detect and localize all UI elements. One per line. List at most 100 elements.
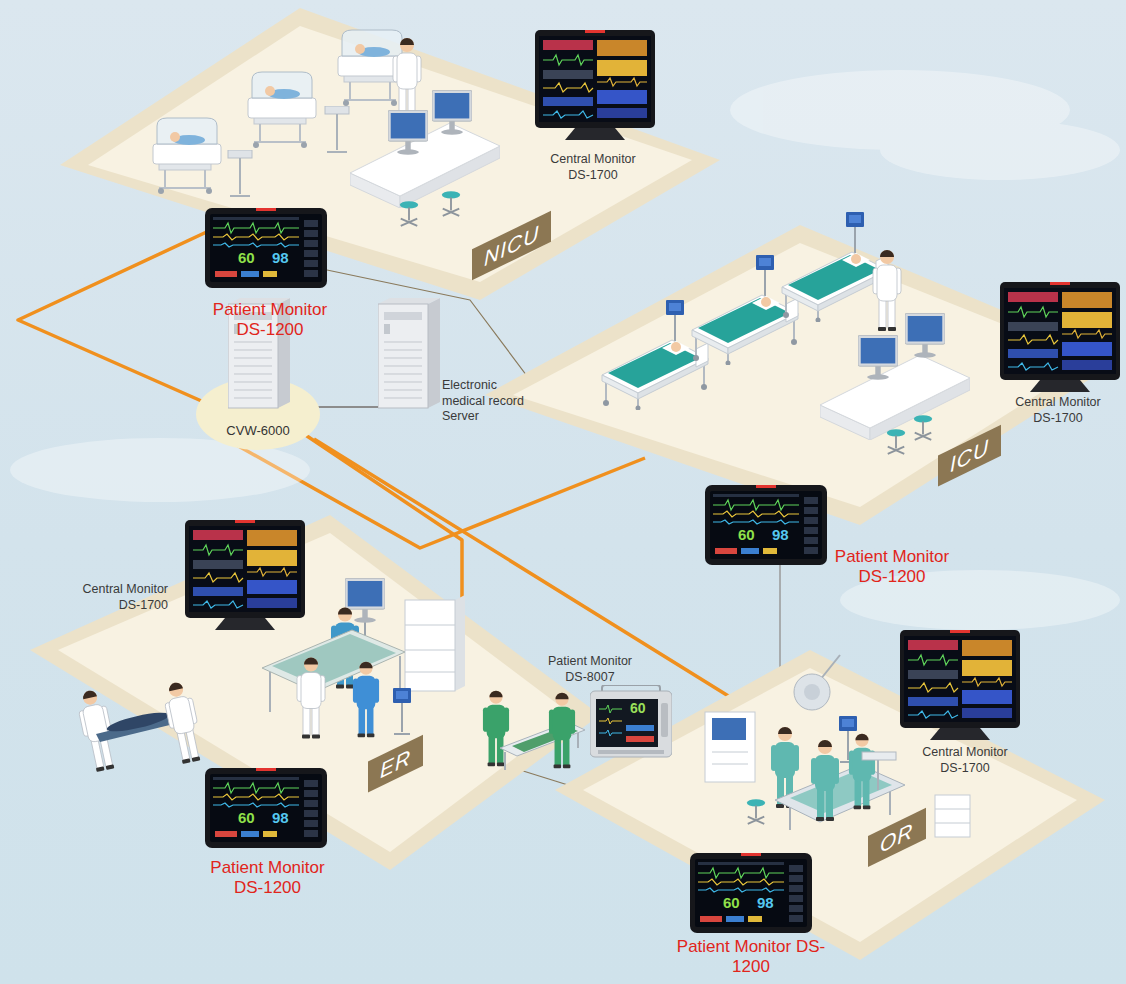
er-furniture-part bbox=[405, 672, 455, 673]
icu-furniture-part bbox=[820, 355, 970, 440]
floor-platform-part bbox=[485, 225, 1120, 525]
nicu-furniture-part bbox=[248, 72, 316, 148]
screen-reading: 60 bbox=[238, 250, 255, 265]
node-caption: Patient Monitor DS-1200 bbox=[195, 858, 340, 899]
or-furniture-part bbox=[900, 630, 1020, 740]
central-monitor: Central Monitor DS-1700 bbox=[995, 282, 1121, 430]
nicu-furniture-part bbox=[393, 38, 421, 119]
icu-furniture-part bbox=[782, 252, 888, 323]
nicu-furniture-part bbox=[442, 191, 460, 216]
nicu-furniture-part bbox=[432, 90, 472, 135]
nicu-furniture-part bbox=[325, 106, 349, 152]
floor-platform-part bbox=[555, 650, 1105, 960]
patient-monitor: Patient Monitor DS-1200 bbox=[672, 853, 832, 980]
or-furniture-part bbox=[712, 752, 748, 753]
floor-region: ER bbox=[30, 515, 600, 870]
floor-tag: OR bbox=[868, 808, 926, 867]
node-caption: CVW-6000 bbox=[196, 423, 320, 439]
node-caption: Central Monitor DS-1700 bbox=[538, 152, 648, 183]
or-furniture-part bbox=[849, 734, 875, 810]
transfer-stretcher-part bbox=[549, 693, 575, 769]
or-furniture-part bbox=[705, 712, 755, 782]
or-furniture-part bbox=[935, 795, 970, 837]
er-furniture-part bbox=[105, 709, 170, 735]
network-cable bbox=[18, 222, 228, 403]
screen-reading: 60 bbox=[723, 895, 740, 910]
icu-furniture-part bbox=[914, 415, 932, 440]
or-furniture-part bbox=[712, 764, 748, 765]
floor-tag: ICU bbox=[938, 425, 1001, 487]
central-monitor: Central Monitor DS-1700 bbox=[58, 520, 308, 632]
icu-furniture-part bbox=[846, 212, 864, 258]
icu-furniture-part bbox=[692, 295, 798, 366]
node-caption: Central Monitor DS-1700 bbox=[910, 745, 1020, 776]
er-furniture-part bbox=[353, 662, 379, 738]
node-caption: Central Monitor DS-1700 bbox=[1003, 395, 1113, 426]
er-furniture bbox=[75, 520, 465, 773]
patient-monitor: Patient Monitor DS-1200 bbox=[198, 208, 344, 348]
screen-reading: 98 bbox=[272, 250, 289, 265]
or-furniture-part bbox=[811, 740, 839, 821]
icu-furniture-part bbox=[666, 300, 684, 346]
icu-furniture-part bbox=[905, 313, 945, 358]
or-furniture-part bbox=[804, 684, 820, 700]
floor-tag: ER bbox=[368, 735, 423, 793]
nicu-furniture-part bbox=[388, 110, 428, 155]
or-furniture-part bbox=[862, 752, 896, 760]
or-furniture-part bbox=[747, 799, 765, 824]
server-hub: CVW-6000 bbox=[196, 378, 322, 450]
er-furniture-part bbox=[272, 634, 396, 686]
nicu-furniture bbox=[153, 30, 655, 226]
patient-monitor-ds1200-part bbox=[205, 768, 327, 848]
er-furniture-part bbox=[269, 672, 271, 712]
or-furniture-part bbox=[935, 809, 970, 810]
patient-monitor: Patient Monitor DS-8007 bbox=[540, 650, 675, 762]
or-furniture-part bbox=[790, 770, 892, 813]
patient-monitor-ds1200-part bbox=[205, 208, 327, 288]
screen-reading: 60 bbox=[630, 701, 646, 715]
er-furniture-part bbox=[405, 650, 455, 651]
node-caption: Patient Monitor DS-8007 bbox=[540, 654, 640, 685]
nicu-furniture-part bbox=[153, 118, 221, 194]
patient-monitor: Patient Monitor DS-1200 bbox=[195, 768, 342, 903]
icu-furniture-part bbox=[1000, 282, 1120, 392]
icu-furniture-part bbox=[756, 255, 774, 301]
sky-clouds-part bbox=[880, 120, 1120, 180]
patient-monitor-ds1200-part bbox=[690, 853, 812, 933]
screen-reading: 60 bbox=[238, 810, 255, 825]
sky-clouds bbox=[10, 70, 1120, 630]
screen-reading: 98 bbox=[757, 895, 774, 910]
central-monitor: Central Monitor DS-1700 bbox=[895, 630, 1035, 780]
node-caption: Electronic medical record Server bbox=[442, 378, 534, 425]
icu-furniture-part bbox=[873, 250, 901, 331]
floor-platform-part bbox=[88, 26, 692, 282]
er-furniture-part bbox=[185, 520, 305, 630]
er-furniture-part bbox=[405, 600, 455, 691]
nicu-furniture-part bbox=[535, 30, 655, 140]
or-furniture-part bbox=[789, 805, 791, 830]
floor-region: ICU bbox=[485, 225, 1120, 525]
or-furniture-part bbox=[935, 823, 970, 824]
er-furniture-part bbox=[405, 625, 455, 626]
node-caption: Central Monitor DS-1700 bbox=[58, 582, 168, 613]
floor-platform-part bbox=[58, 533, 572, 852]
or-furniture-part bbox=[877, 760, 879, 790]
or-furniture bbox=[705, 630, 1020, 837]
er-furniture-part bbox=[297, 658, 325, 739]
node-caption: Patient Monitor DS-1200 bbox=[821, 547, 963, 588]
or-furniture-part bbox=[889, 790, 891, 815]
or-furniture-part bbox=[794, 674, 830, 710]
node-caption: Patient Monitor DS-1200 bbox=[198, 300, 342, 341]
screen-reading: 98 bbox=[772, 527, 789, 542]
transfer-stretcher-part bbox=[590, 685, 672, 757]
er-furniture-part bbox=[161, 680, 205, 765]
icu-furniture-part bbox=[887, 429, 905, 454]
network-cable bbox=[308, 406, 386, 408]
floor-platform-part bbox=[30, 515, 600, 870]
icu-furniture-part bbox=[858, 335, 898, 380]
record-server: Electronic medical record Server bbox=[378, 298, 538, 433]
floor-tag: NICU bbox=[472, 211, 551, 281]
icu-furniture-part bbox=[602, 340, 708, 411]
